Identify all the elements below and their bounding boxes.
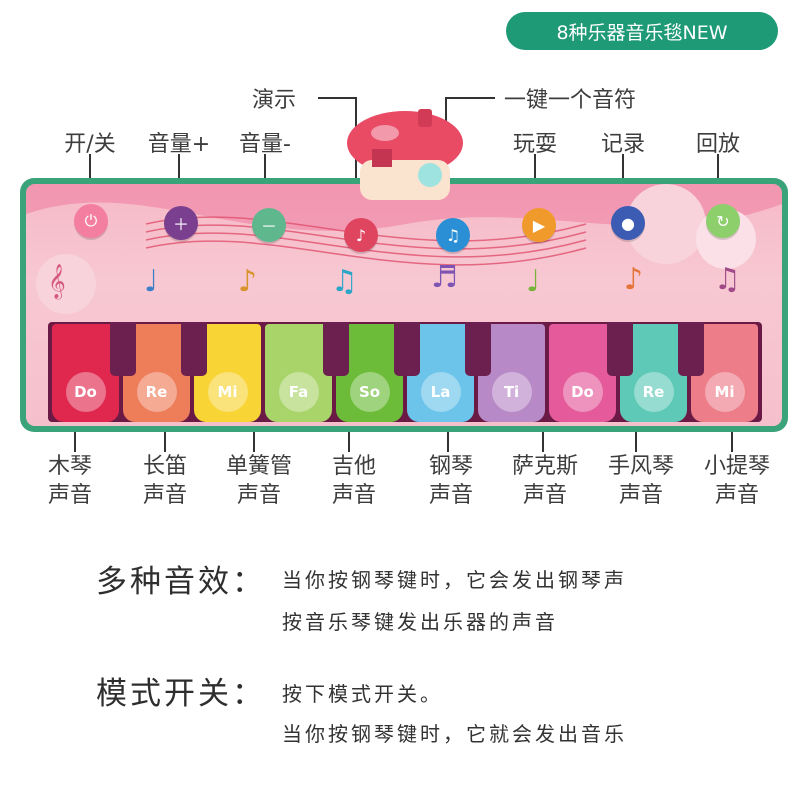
label-one-key: 一键一个音符 (504, 88, 637, 113)
black-key[interactable] (465, 322, 491, 376)
power-icon: ⏻ (84, 211, 98, 230)
feature-line: 当你按钢琴键时，它就会发出音乐 (282, 722, 627, 746)
one-key-button[interactable]: ♫ (436, 218, 470, 252)
one-key-icon: ♫ (445, 225, 461, 245)
play-icon: ▶ (532, 215, 546, 235)
music-mat: ⏻ ＋ － ♪ ♫ ▶ ● ↻ 𝄞 ♩ ♪ ♫ ♬ ♩ ♪ ♫ Do (20, 178, 788, 432)
piano-icon: ♬ (431, 260, 458, 295)
note-label: Mi (704, 372, 745, 412)
label-power: 开/关 (64, 132, 116, 157)
replay-button[interactable]: ↻ (706, 204, 740, 238)
black-key[interactable] (607, 322, 633, 376)
label-accordion: 手风琴声音 (607, 454, 675, 508)
note-label: Do (562, 372, 603, 412)
label-volume-down: 音量- (239, 132, 291, 157)
guitar-icon: ♫ (331, 264, 358, 299)
note-label: Ti (491, 372, 532, 412)
xylophone-icon: 𝄞 (48, 264, 66, 299)
note-label: Do (65, 372, 106, 412)
accordion-icon: ♪ (624, 262, 644, 297)
label-clarinet: 单簧管声音 (225, 454, 293, 508)
flute-icon: ♩ (144, 264, 159, 299)
piano-key[interactable]: Do (549, 324, 616, 422)
mat-background-waves (26, 184, 782, 314)
power-button[interactable]: ⏻ (74, 204, 108, 238)
label-piano: 钢琴声音 (428, 454, 474, 508)
violin-icon: ♫ (714, 262, 741, 297)
record-button[interactable]: ● (611, 206, 645, 240)
feature-title-sound-effects: 多种音效： (96, 564, 266, 600)
note-label: Re (633, 372, 674, 412)
black-key[interactable] (678, 322, 704, 376)
label-demo: 演示 (252, 88, 297, 113)
label-record: 记录 (600, 132, 646, 157)
product-badge: 8种乐器音乐毯NEW (506, 12, 778, 50)
piano-keyboard: Do Re Mi Fa So La Ti Do Re Mi (48, 322, 762, 422)
note-label: Mi (207, 372, 248, 412)
note-label: Re (136, 372, 177, 412)
replay-icon: ↻ (716, 211, 730, 231)
label-xylophone: 木琴声音 (47, 454, 93, 508)
feature-title-mode-switch: 模式开关： (96, 676, 266, 712)
clarinet-icon: ♪ (238, 264, 258, 299)
demo-button[interactable]: ♪ (344, 218, 378, 252)
piano-key[interactable]: Fa (265, 324, 332, 422)
label-flute: 长笛声音 (142, 454, 188, 508)
black-key[interactable] (181, 322, 207, 376)
feature-line: 按下模式开关。 (282, 682, 443, 706)
piano-key[interactable]: Do (52, 324, 119, 422)
feature-line: 当你按钢琴键时，它会发出钢琴声 (282, 568, 627, 592)
note-label: So (349, 372, 390, 412)
label-volume-up: 音量+ (147, 132, 211, 157)
black-key[interactable] (110, 322, 136, 376)
label-guitar: 吉他声音 (331, 454, 377, 508)
saxophone-icon: ♩ (526, 264, 541, 299)
volume-up-button[interactable]: ＋ (164, 206, 198, 240)
label-saxophone: 萨克斯声音 (511, 454, 579, 508)
mushroom-house-icon (347, 109, 463, 200)
label-violin: 小提琴声音 (703, 454, 771, 508)
feature-line: 按音乐琴键发出乐器的声音 (282, 610, 558, 634)
black-key[interactable] (394, 322, 420, 376)
play-button[interactable]: ▶ (522, 208, 556, 242)
note-label: La (420, 372, 461, 412)
volume-down-button[interactable]: － (252, 208, 286, 242)
label-replay: 回放 (695, 132, 741, 157)
demo-icon: ♪ (355, 225, 367, 245)
label-play: 玩耍 (512, 132, 558, 157)
plus-icon: ＋ (172, 215, 189, 234)
minus-icon: － (260, 217, 277, 236)
black-key[interactable] (323, 322, 349, 376)
record-icon: ● (621, 213, 635, 233)
note-label: Fa (278, 372, 319, 412)
